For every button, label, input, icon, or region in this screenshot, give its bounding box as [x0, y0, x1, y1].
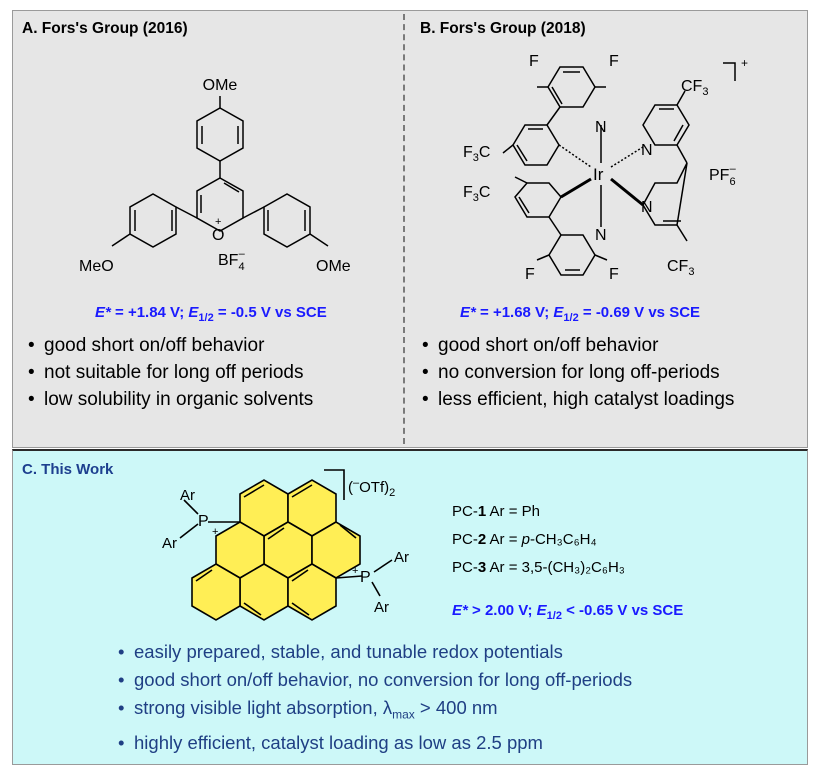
n-label-right-bottom: N	[641, 199, 653, 216]
list-item: •highly efficient, catalyst loading as l…	[118, 731, 543, 753]
iridium-label: Ir	[593, 165, 604, 184]
list-item: •good short on/off behavior	[422, 335, 659, 356]
list-item: •strong visible light absorption, λmax >…	[118, 697, 498, 722]
phosphorus-label-2: P	[360, 569, 371, 586]
ar-label-1: Ar	[180, 487, 195, 504]
panel-b-bullet-list: •good short on/off behavior •no conversi…	[422, 332, 734, 413]
catalyst-item-pc2: PC-2 Ar = p-CH₃C₆H₄	[452, 531, 597, 548]
list-item: •good short on/off behavior	[28, 335, 265, 356]
panel-top-background	[12, 10, 808, 448]
panel-a-structure: OMe O + MeO OMe BF4–	[79, 77, 351, 275]
panel-a-bullet-list: •good short on/off behavior •not suitabl…	[28, 332, 313, 413]
cf3-label-bottom: CF3	[667, 258, 694, 278]
f3c-label-bottom: F3C	[463, 184, 490, 204]
phosphonium-plus-2: +	[352, 565, 358, 577]
ome-top-label: OMe	[203, 77, 238, 94]
pyrylium-oxygen-label: O	[212, 227, 224, 244]
cf3-label-top: CF3	[681, 78, 708, 98]
ome-right-label: OMe	[316, 258, 351, 275]
f-label-bottom-right: F	[609, 266, 619, 283]
panel-b-structure: F F N F3C Ir N N CF3 + PF6– F3C N CF3 F …	[463, 53, 748, 283]
list-item: •easily prepared, stable, and tunable re…	[118, 641, 563, 662]
panel-divider	[403, 14, 405, 444]
list-item: •good short on/off behavior, no conversi…	[118, 669, 633, 690]
ar-label-4: Ar	[374, 599, 389, 616]
panel-c-structure: Ar Ar P + P + Ar Ar (–OTf)2	[162, 469, 409, 621]
list-item: •not suitable for long off periods	[28, 362, 304, 383]
phosphorus-label-1: P	[198, 513, 209, 530]
panel-a-heading: A. Fors's Group (2016)	[22, 20, 188, 37]
panel-b-redox-potentials: E* = +1.68 V; E1/2 = -0.69 V vs SCE	[460, 304, 701, 324]
ome-left-label: MeO	[79, 258, 114, 275]
list-item: •low solubility in organic solvents	[28, 389, 314, 410]
complex-charge-label: +	[741, 56, 748, 70]
catalyst-item-pc1: PC-1 Ar = Ph	[452, 503, 540, 520]
panel-a-redox-potentials: E* = +1.84 V; E1/2 = -0.5 V vs SCE	[95, 304, 327, 324]
panel-c-redox-potentials: E* > 2.00 V; E1/2 < -0.65 V vs SCE	[452, 602, 684, 622]
panel-b-heading: B. Fors's Group (2018)	[420, 20, 586, 37]
n-label-top: N	[595, 119, 607, 136]
pf6-label: PF6–	[709, 163, 737, 188]
panel-c-background	[12, 449, 808, 765]
catalyst-list: PC-1 Ar = Ph PC-2 Ar = p-CH₃C₆H₄ PC-3 Ar…	[452, 498, 625, 582]
f-label-top-left: F	[529, 53, 539, 70]
panel-c-heading: C. This Work	[22, 461, 114, 478]
bf4-label: BF4–	[218, 248, 246, 273]
ar-label-3: Ar	[394, 549, 409, 566]
catalyst-item-pc3: PC-3 Ar = 3,5-(CH₃)₂C₆H₃	[452, 559, 625, 576]
phosphonium-plus-1: +	[212, 526, 218, 538]
ar-label-2: Ar	[162, 535, 177, 552]
pyrylium-plus-label: +	[215, 216, 221, 228]
n-label-bottom: N	[595, 227, 607, 244]
n-label-right-top: N	[641, 142, 653, 159]
otf-counterion-label: (–OTf)2	[348, 477, 395, 499]
f-label-bottom-left: F	[525, 266, 535, 283]
f3c-label-top: F3C	[463, 144, 490, 164]
list-item: •less efficient, high catalyst loadings	[422, 389, 735, 410]
panel-c-bullet-list: •easily prepared, stable, and tunable re…	[118, 638, 632, 757]
f-label-top-right: F	[609, 53, 619, 70]
list-item: •no conversion for long off-periods	[422, 362, 720, 383]
